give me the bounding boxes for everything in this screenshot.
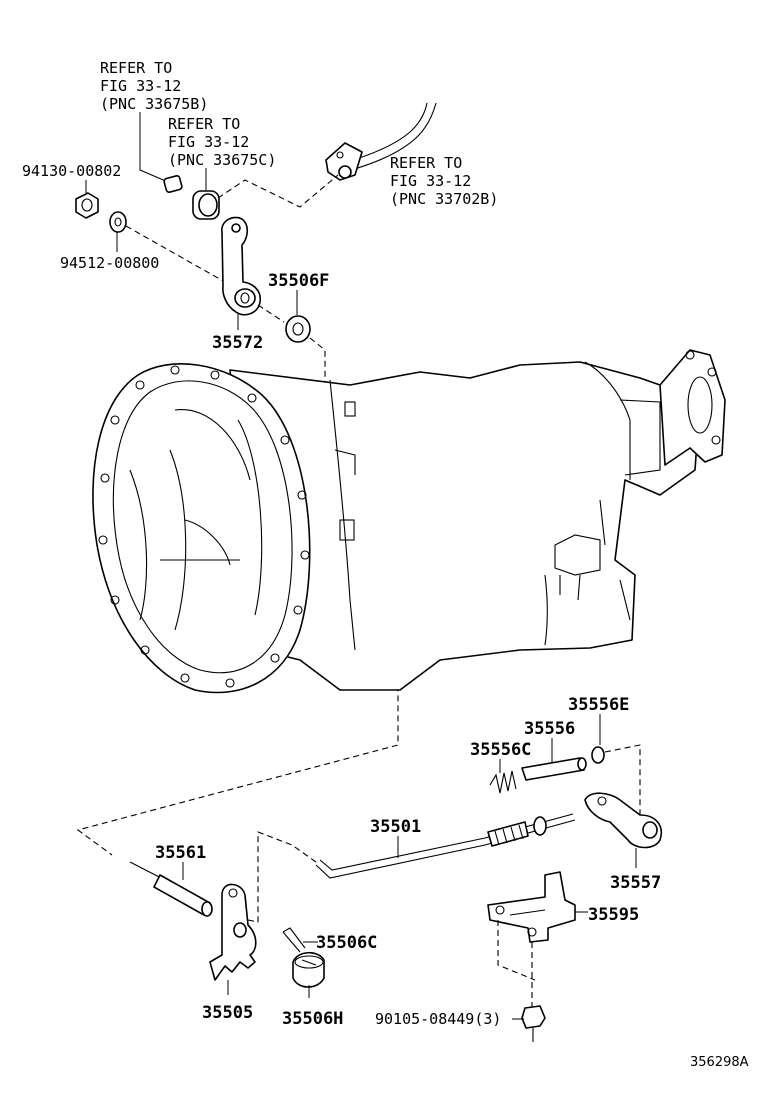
label-35572: 35572 [212, 333, 263, 353]
flange-bolt-holes [98, 365, 310, 688]
reference-note-33702b: REFER TO FIG 33-12 (PNC 33702B) [390, 154, 498, 208]
label-35506H: 35506H [282, 1009, 343, 1029]
bolt-90105 [521, 1005, 546, 1042]
label-35561: 35561 [155, 843, 206, 863]
lever-35572 [221, 216, 262, 316]
ref-33675c-line3: (PNC 33675C) [168, 151, 276, 169]
dash-lever-seal [257, 304, 285, 323]
ref-33675b-line2: FIG 33-12 [100, 77, 181, 95]
label-35557: 35557 [610, 873, 661, 893]
ref-33702b-line1: REFER TO [390, 154, 462, 172]
illustration-id: 356298A [690, 1055, 749, 1070]
washer-94512 [109, 211, 127, 233]
label-35506F: 35506F [268, 271, 329, 291]
ref-33702b-line2: FIG 33-12 [390, 172, 471, 190]
bracket-35595 [487, 871, 576, 943]
ref-33675b-line1: REFER TO [100, 59, 172, 77]
label-35505: 35505 [202, 1003, 253, 1023]
bushing-33675c [192, 190, 220, 220]
bushing-33675b [163, 175, 183, 193]
label-94512-00800: 94512-00800 [60, 254, 159, 272]
label-90105-08449: 90105-08449(3) [375, 1010, 501, 1028]
seal-35506F [285, 315, 311, 343]
reference-note-33675c: REFER TO FIG 33-12 (PNC 33675C) [168, 115, 276, 169]
pin-35506C [282, 927, 306, 953]
label-35595: 35595 [588, 905, 639, 925]
spring-35556C [489, 770, 517, 794]
nut-94130 [75, 192, 99, 219]
clip-35556E [591, 746, 605, 764]
rod-35501 [315, 813, 576, 879]
label-35556C: 35556C [470, 740, 531, 760]
shaft-35561 [129, 861, 213, 917]
label-35506C: 35506C [316, 933, 377, 953]
ref-33702b-line3: (PNC 33702B) [390, 190, 498, 208]
dash-link-cable [217, 174, 339, 208]
dash-lever-rod [247, 831, 317, 923]
dash-bracket-bolt-1 [497, 920, 536, 981]
ref-33675c-line2: FIG 33-12 [168, 133, 249, 151]
lever-35505 [209, 883, 257, 981]
pin-35556 [521, 757, 587, 781]
ref-33675c-line1: REFER TO [168, 115, 240, 133]
cable-end-33702b [325, 102, 437, 181]
reference-note-33675b: REFER TO FIG 33-12 (PNC 33675B) [100, 59, 208, 113]
label-35556E: 35556E [568, 695, 629, 715]
dash-washer-lever [125, 225, 226, 283]
bracket-35557 [584, 792, 662, 849]
label-35501: 35501 [370, 817, 421, 837]
ref-33675b-line3: (PNC 33675B) [100, 95, 208, 113]
transmission-assembly [92, 349, 726, 694]
label-94130-00802: 94130-00802 [22, 162, 121, 180]
label-35556: 35556 [524, 719, 575, 739]
leader-33675b [139, 112, 169, 183]
collar-35506H [292, 951, 325, 988]
